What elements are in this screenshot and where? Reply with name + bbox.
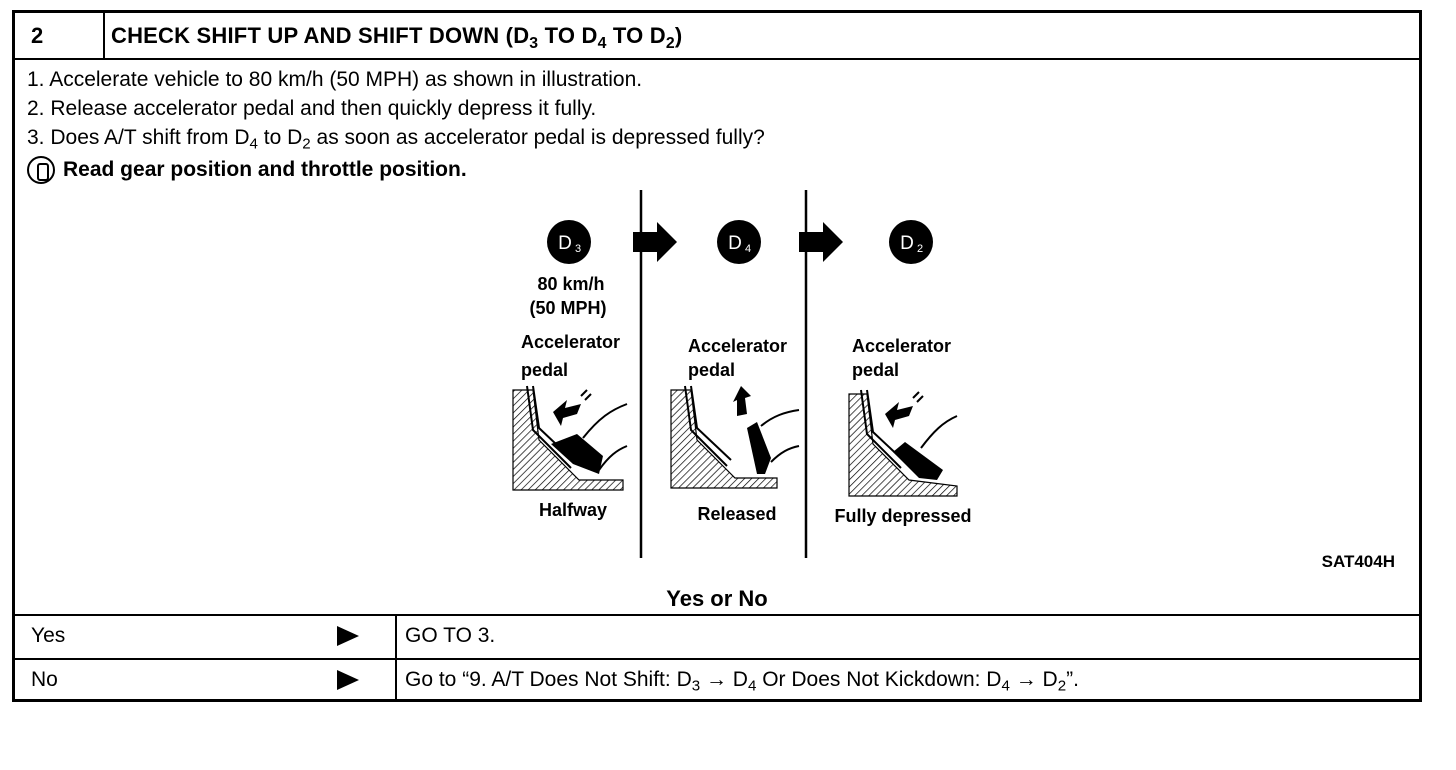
note-text: Read gear position and throttle position… — [63, 158, 467, 181]
procedure-title: CHECK SHIFT UP AND SHIFT DOWN (D3 TO D4 … — [111, 13, 682, 58]
transition-arrow-icon — [633, 222, 677, 262]
shift-illustration: D 3 80 km/h (50 MPH) Accelerator pedal — [512, 190, 972, 558]
stage-d4: D 4 Accelerator pedal Released — [670, 220, 800, 524]
result-label: No — [31, 668, 58, 691]
pedal-drawing-released — [670, 385, 800, 489]
gear-letter: D — [558, 233, 572, 254]
pedal-label: pedal — [688, 360, 735, 380]
instruction-step-3: 3. Does A/T shift from D4 to D2 as soon … — [27, 126, 765, 153]
transition-arrow-icon — [799, 222, 843, 262]
step-text: as soon as accelerator pedal is depresse… — [310, 126, 765, 149]
stage-d3: D 3 80 km/h (50 MPH) Accelerator pedal — [512, 220, 628, 520]
gear-subscript: 4 — [745, 243, 751, 255]
action-subscript: 3 — [691, 677, 701, 695]
action-subscript: 4 — [1001, 677, 1010, 695]
title-subscript: 4 — [597, 34, 607, 52]
pedal-drawing-fully-depressed — [848, 389, 958, 497]
gear-subscript: 3 — [575, 243, 581, 255]
action-text: ”. — [1066, 668, 1079, 691]
title-subscript: 3 — [529, 34, 539, 52]
step-subscript: 4 — [249, 135, 258, 153]
result-row-yes: Yes GO TO 3. — [15, 614, 1419, 658]
speed-label-mph: (50 MPH) — [529, 298, 606, 318]
step-text: to D — [257, 126, 303, 149]
pedal-label: pedal — [852, 360, 899, 380]
step-text: 3. Does A/T shift from D — [27, 126, 250, 149]
pedal-label: Accelerator — [852, 336, 951, 356]
arrow-right-icon — [337, 626, 359, 646]
instruction-step-1: 1. Accelerate vehicle to 80 km/h (50 MPH… — [27, 68, 643, 91]
pedal-drawing-halfway — [512, 385, 628, 491]
speed-label: 80 km/h — [537, 274, 604, 294]
pedal-state: Fully depressed — [834, 506, 971, 526]
action-text: → D — [700, 668, 748, 691]
title-text: CHECK SHIFT UP AND SHIFT DOWN (D — [111, 23, 530, 48]
result-action: Go to “9. A/T Does Not Shift: D3 → D4 Or… — [395, 660, 1079, 702]
procedure-header: 2 CHECK SHIFT UP AND SHIFT DOWN (D3 TO D… — [15, 13, 1419, 60]
result-row-no: No Go to “9. A/T Does Not Shift: D3 → D4… — [15, 658, 1419, 702]
consult-note: Read gear position and throttle position… — [27, 156, 467, 184]
figure-code: SAT404H — [1321, 552, 1395, 571]
instruction-step-2: 2. Release accelerator pedal and then qu… — [27, 97, 597, 120]
action-subscript: 2 — [1057, 677, 1067, 695]
step-subscript: 2 — [302, 135, 311, 153]
title-text: TO D — [538, 23, 598, 48]
action-subscript: 4 — [747, 677, 757, 695]
pedal-label: Accelerator — [521, 332, 620, 352]
gear-badge — [717, 220, 761, 264]
gear-subscript: 2 — [917, 243, 923, 255]
procedure-body: 1. Accelerate vehicle to 80 km/h (50 MPH… — [15, 60, 1419, 616]
title-text: TO D — [606, 23, 666, 48]
stage-d2: D 2 Accelerator pedal Fully depressed — [834, 220, 972, 526]
gear-letter: D — [728, 233, 742, 254]
gear-badge — [547, 220, 591, 264]
consult-tool-icon — [27, 156, 55, 184]
title-text: ) — [674, 23, 683, 48]
pedal-state: Released — [697, 504, 776, 524]
gear-letter: D — [900, 233, 914, 254]
pedal-label: Accelerator — [688, 336, 787, 356]
pedal-state: Halfway — [539, 500, 607, 520]
title-subscript: 2 — [665, 34, 675, 52]
result-action: GO TO 3. — [395, 616, 495, 658]
diagnostic-procedure-table: 2 CHECK SHIFT UP AND SHIFT DOWN (D3 TO D… — [12, 10, 1422, 702]
action-text: Or Does Not Kickdown: D — [756, 668, 1002, 691]
pedal-label: pedal — [521, 360, 568, 380]
action-text: Go to “9. A/T Does Not Shift: D — [405, 668, 692, 691]
result-label: Yes — [31, 624, 66, 647]
action-text: → D — [1009, 668, 1058, 691]
arrow-right-icon — [337, 670, 359, 690]
result-question: Yes or No — [666, 586, 768, 611]
gear-badge — [889, 220, 933, 264]
step-number: 2 — [15, 13, 105, 58]
